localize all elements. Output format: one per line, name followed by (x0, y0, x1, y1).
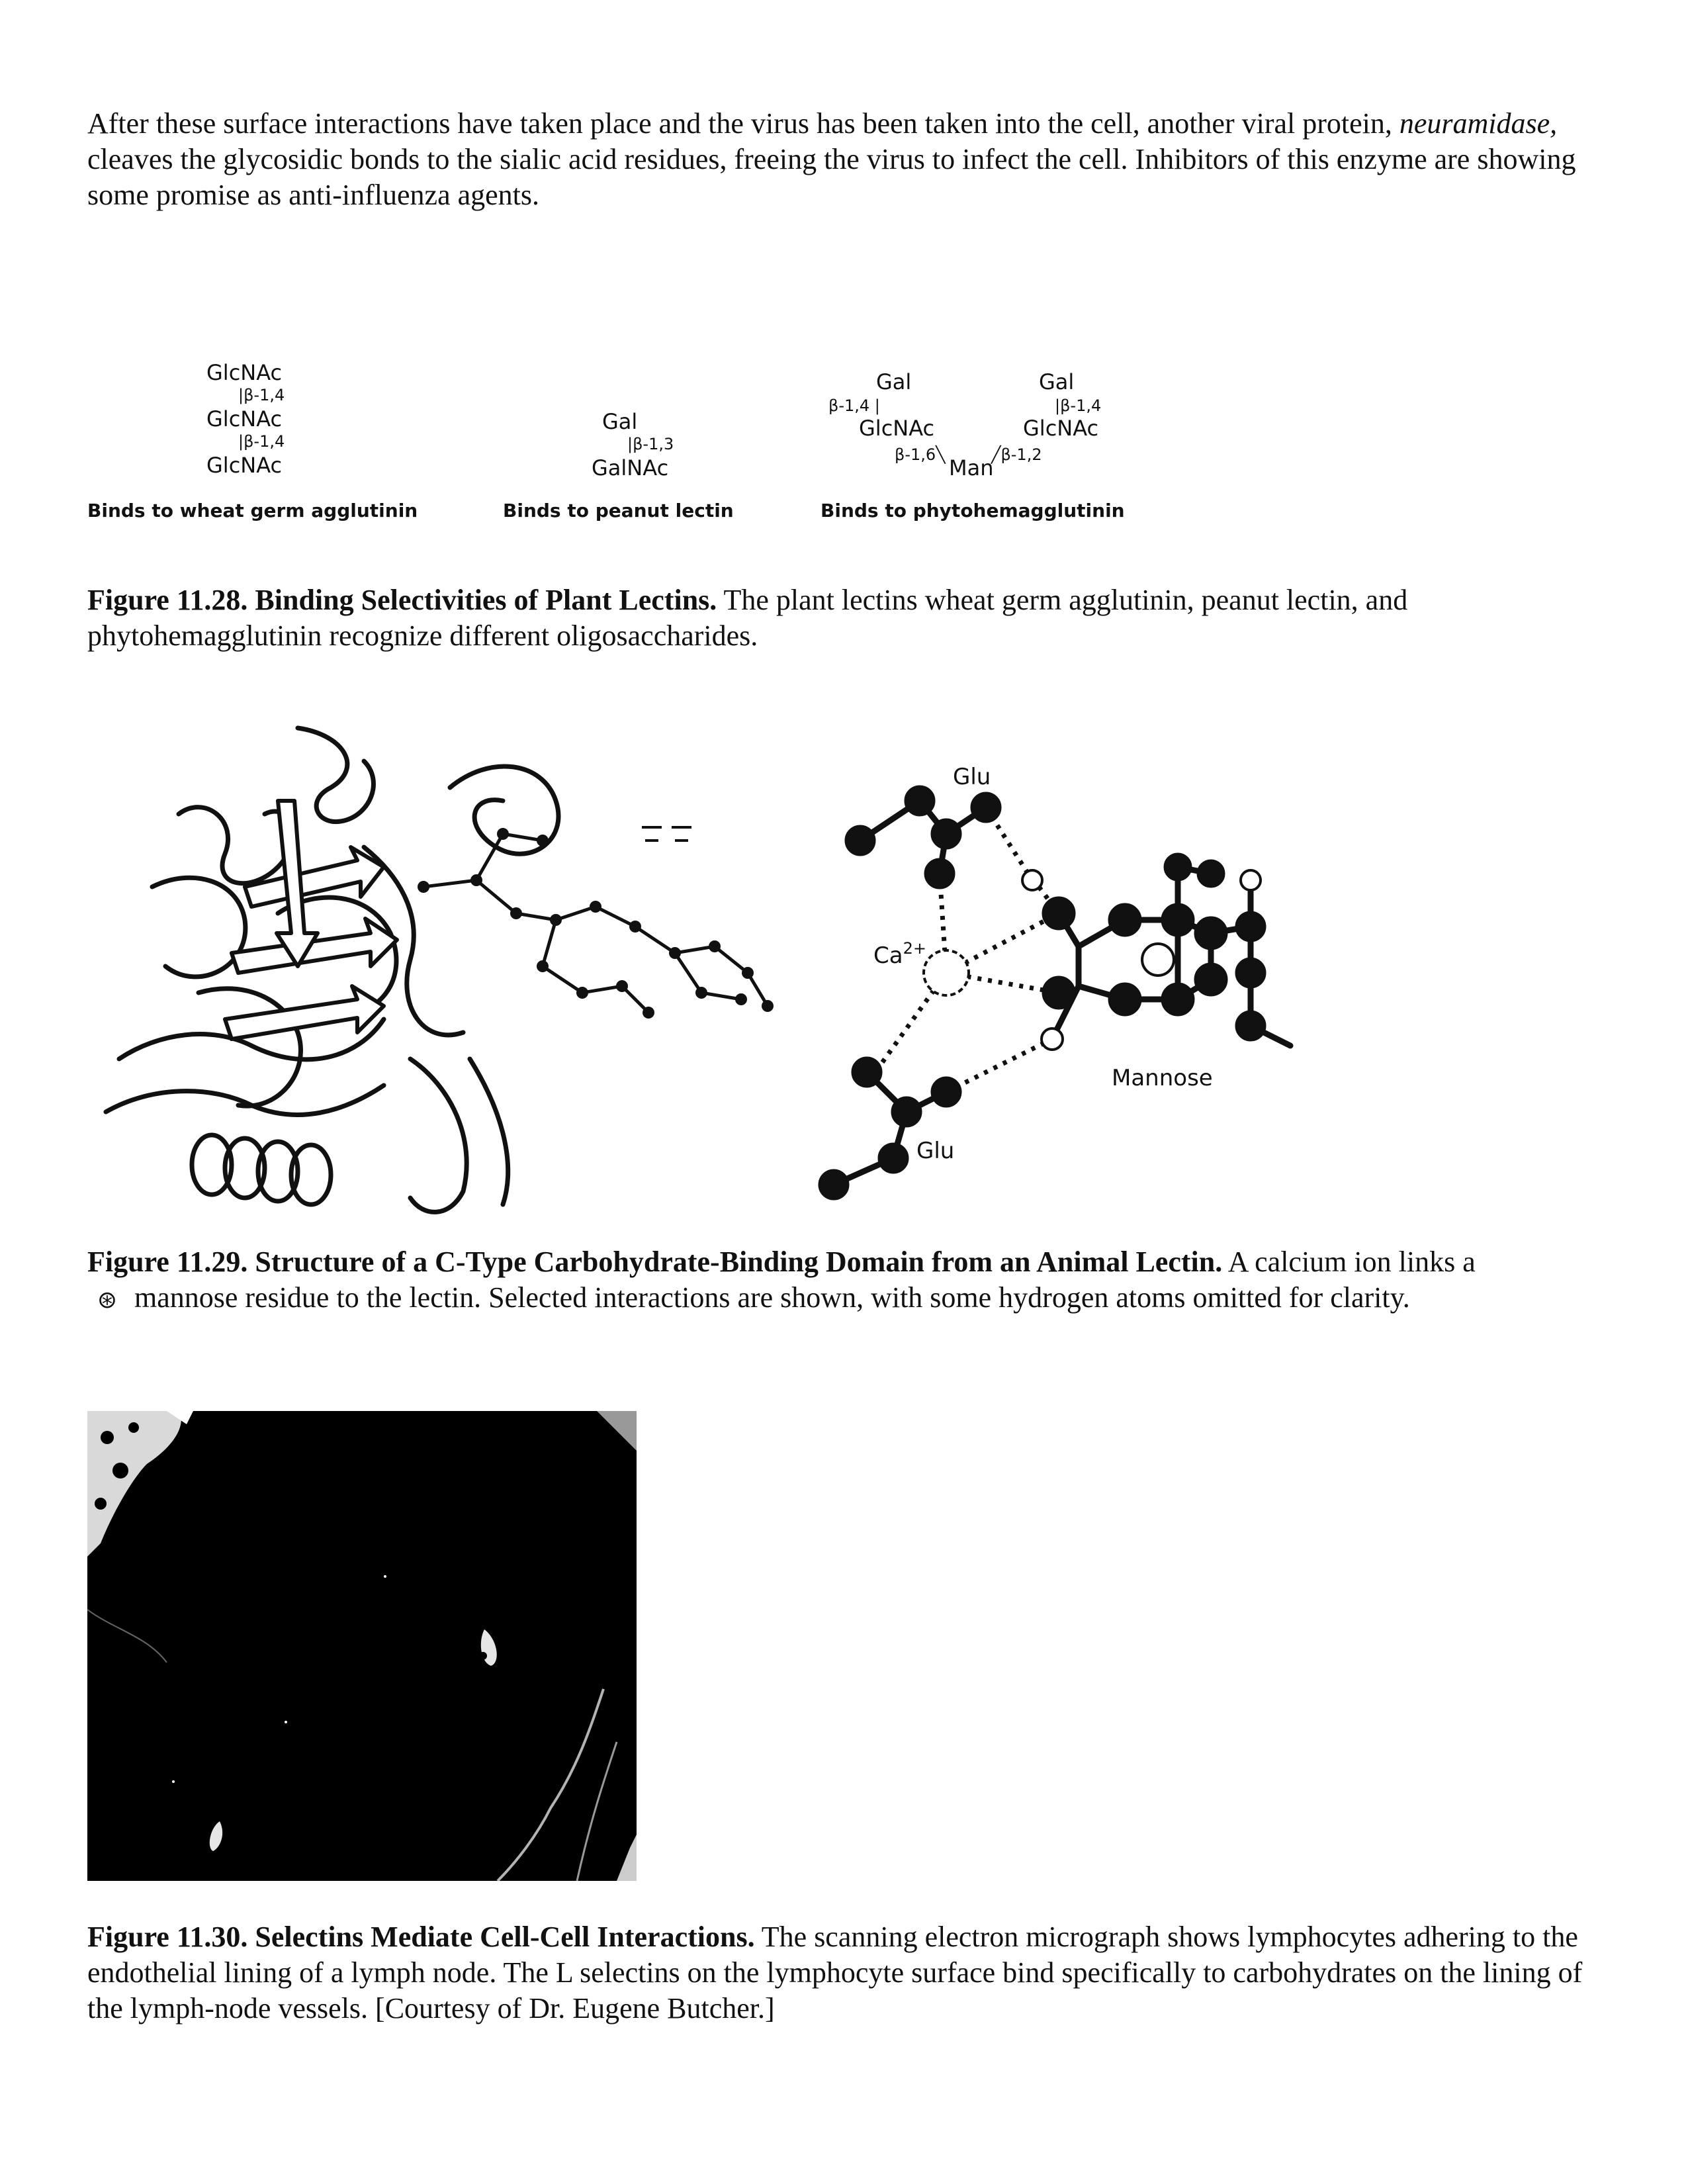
wga-sugar-3: GlcNAc (206, 453, 283, 478)
calcium-ion (922, 949, 970, 997)
pha-link-man-right: ╱β-1,2 (991, 445, 1042, 464)
fig1128-caption-title: Figure 11.28. Binding Selectivities of P… (87, 584, 717, 616)
pha-link-right: |β-1,4 (1055, 396, 1102, 415)
pha-gal-left: Gal (876, 369, 912, 394)
fig1130-caption-title: Figure 11.30. Selectins Mediate Cell-Cel… (87, 1921, 755, 1953)
fig1130-caption-text: The scanning electron micrograph shows l… (87, 1921, 1583, 2025)
pna-sugar-2: GalNAc (592, 455, 669, 480)
fig1129-caption-text-2: mannose residue to the lectin. Selected … (134, 1281, 1410, 1314)
fig1129-lectin-ribbon (103, 725, 774, 1214)
sem-micrograph (87, 1411, 637, 1881)
fig1128-pha-structure: Gal Gal β-1,4 | |β-1,4 GlcNAc GlcNAc β-1… (821, 357, 1138, 529)
glu-bottom-label: Glu (916, 1138, 954, 1164)
mannose-label: Mannose (1112, 1065, 1213, 1091)
fig1128-pna-structure: Gal |β-1,3 GalNAc Binds to peanut lectin (503, 357, 781, 529)
pna-sugar-1: Gal (602, 409, 638, 434)
pha-link-left: β-1,4 | (828, 396, 880, 415)
glu-top-label: Glu (953, 764, 991, 790)
animation-icon[interactable]: ⊛ (97, 1286, 118, 1314)
fig1129-caption: Figure 11.29. Structure of a C-Type Carb… (87, 1244, 1596, 1318)
fig1128-wga-structure: GlcNAc |β-1,4 GlcNAc |β-1,4 GlcNAc Binds… (87, 357, 431, 529)
wga-link-2: |β-1,4 (238, 432, 285, 451)
fig1129-caption-text-1: A calcium ion links a (1227, 1246, 1476, 1278)
pha-link-man-left: β-1,6╲ (895, 445, 946, 464)
intro-text-2: cleaves the glycosidic bonds to the sial… (87, 143, 1576, 211)
wga-link-1: |β-1,4 (238, 386, 285, 404)
fig1130-caption: Figure 11.30. Selectins Mediate Cell-Cel… (87, 1919, 1596, 2026)
pna-link-1: |β-1,3 (627, 435, 674, 453)
wga-sugar-1: GlcNAc (206, 360, 283, 385)
pha-man: Man (949, 455, 994, 480)
fig1129-binding-site: Glu Ca2+ Mannose Glu (818, 764, 1294, 1201)
pha-caption: Binds to phytohemagglutinin (821, 500, 1125, 522)
wga-caption: Binds to wheat germ agglutinin (87, 500, 418, 522)
pha-gal-right: Gal (1039, 369, 1075, 394)
pna-caption: Binds to peanut lectin (503, 500, 734, 522)
fig1128-caption-text: The plant lectins wheat germ agglutinin,… (87, 584, 1408, 652)
fig1129-caption-title: Figure 11.29. Structure of a C-Type Carb… (87, 1246, 1223, 1278)
intro-text-1: After these surface interactions have ta… (87, 107, 1392, 140)
wga-sugar-2: GlcNAc (206, 406, 283, 432)
intro-paragraph: After these surface interactions have ta… (87, 106, 1596, 213)
pha-glcnac-left: GlcNAc (859, 416, 935, 441)
calcium-label: Ca2+ (873, 939, 926, 969)
pha-glcnac-right: GlcNAc (1023, 416, 1099, 441)
fig1128-caption: Figure 11.28. Binding Selectivities of P… (87, 582, 1596, 654)
intro-enzyme-name: neuramidase, (1399, 107, 1558, 140)
